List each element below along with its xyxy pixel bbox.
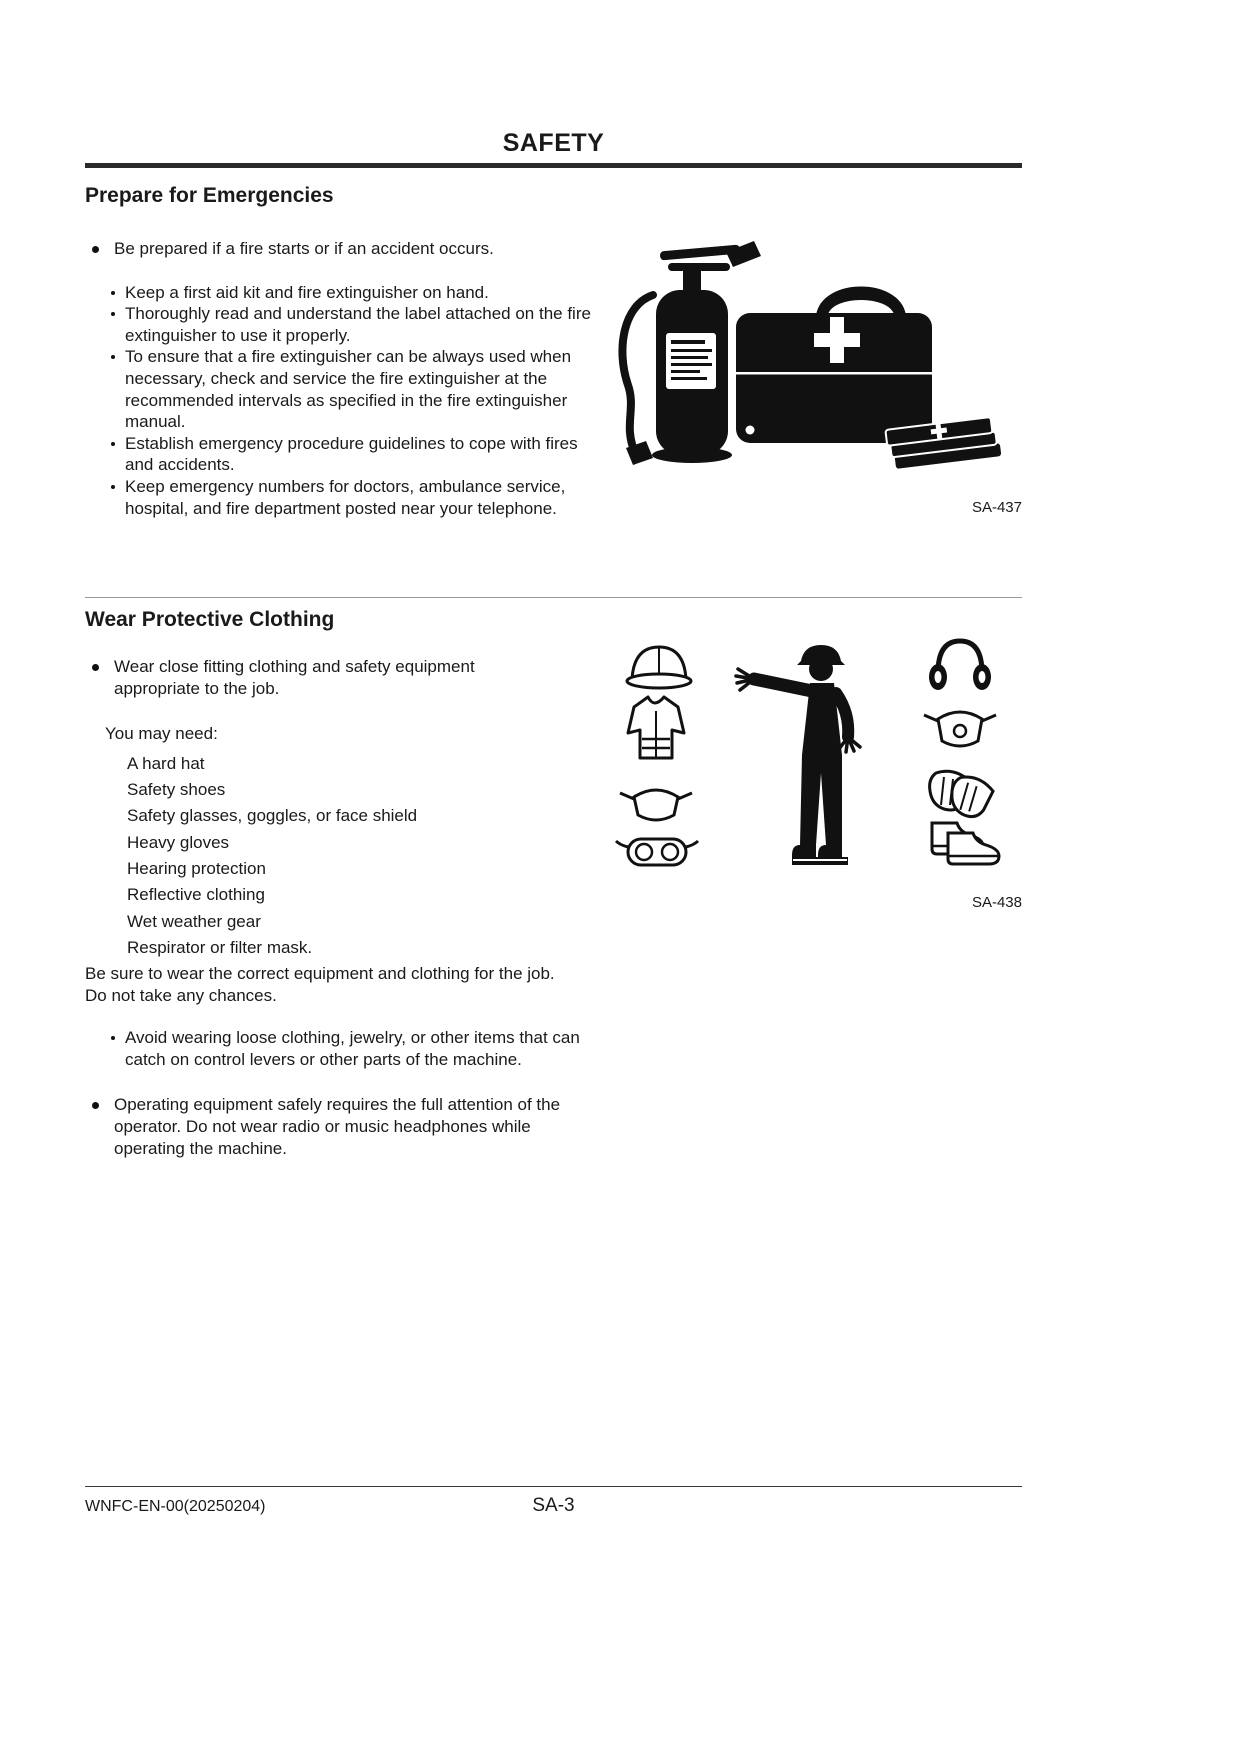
bullet-text: Operating equipment safely requires the … [114, 1095, 561, 1158]
section-prepare-for-emergencies: Prepare for Emergencies Be prepared if a… [85, 184, 630, 519]
section-divider [85, 597, 1022, 598]
bullet-item: Operating equipment safely requires the … [85, 1094, 630, 1159]
sub-bullet-item: Avoid wearing loose clothing, jewelry, o… [85, 1027, 630, 1070]
bullet-item: Wear close fitting clothing and safety e… [85, 656, 630, 699]
need-list: A hard hat Safety shoes Safety glasses, … [127, 751, 630, 961]
goggles-icon [614, 837, 700, 867]
need-list-item: Hearing protection [127, 858, 266, 878]
bullet-dot [92, 1102, 99, 1110]
need-intro: You may need: [105, 724, 218, 744]
sub-bullet-dot [111, 355, 115, 360]
respirator-icon [923, 710, 997, 748]
protective-clothing-illustration [614, 638, 1001, 867]
sub-bullet-text: Keep a first aid kit and fire extinguish… [125, 282, 489, 302]
hard-hat-icon [625, 645, 693, 690]
sub-bullet-item: Thoroughly read and understand the label… [85, 303, 630, 346]
gloves-icon [928, 769, 995, 819]
need-list-item: A hard hat [127, 753, 205, 773]
first-aid-kit-icon [736, 286, 932, 443]
ear-muffs-icon [929, 638, 991, 690]
bullet-item: Be prepared if a fire starts or if an ac… [85, 238, 630, 260]
figure-caption: SA-438 [971, 894, 1022, 911]
sub-bullet-item: To ensure that a fire extinguisher can b… [85, 346, 630, 432]
sub-bullet-item: Establish emergency procedure guidelines… [85, 433, 630, 476]
need-list-item: Safety glasses, goggles, or face shield [127, 806, 418, 826]
section-wear-protective-clothing: Wear Protective Clothing Wear close fitt… [85, 608, 630, 1159]
sub-bullet-text: Establish emergency procedure guidelines… [125, 433, 578, 475]
emergency-equipment-illustration [618, 241, 1002, 469]
page-title: SAFETY [502, 129, 605, 157]
bullet-text: Wear close fitting clothing and safety e… [114, 657, 475, 698]
sub-bullet-item: Keep a first aid kit and fire extinguish… [85, 282, 630, 304]
sub-bullet-dot [111, 484, 115, 489]
footer-doc-code: WNFC-EN-00(20250204) [85, 1498, 266, 1515]
dust-mask-icon [619, 788, 693, 822]
safety-boots-icon [930, 821, 1001, 866]
sub-bullet-dot [111, 1036, 115, 1041]
bullet-text: Be prepared if a fire starts or if an ac… [114, 239, 494, 258]
figure-emergency-equipment: SA-437 [598, 220, 1022, 516]
footer-page-number: SA-3 [532, 1495, 575, 1516]
note-paragraph: Be sure to wear the correct equipment an… [85, 964, 555, 1006]
need-list-item: Reflective clothing [127, 885, 265, 905]
sub-bullet-list: Keep a first aid kit and fire extinguish… [85, 282, 630, 520]
sub-bullet-dot [111, 312, 115, 317]
figure-caption: SA-437 [971, 499, 1022, 516]
worker-icon [734, 645, 862, 865]
need-list-item: Wet weather gear [127, 911, 261, 931]
sub-bullet-text: Avoid wearing loose clothing, jewelry, o… [125, 1028, 580, 1069]
need-list-item: Safety shoes [127, 780, 226, 800]
section-heading-prepare: Prepare for Emergencies [85, 184, 334, 207]
need-list-item: Heavy gloves [127, 832, 230, 852]
footer-rule [85, 1486, 1022, 1487]
sub-bullet-dot [111, 441, 115, 446]
bullet-dot [92, 246, 99, 253]
sub-bullet-dot [111, 290, 115, 295]
bullet-dot [92, 664, 99, 671]
sub-bullet-text: Thoroughly read and understand the label… [125, 304, 591, 345]
sub-bullet-item: Keep emergency numbers for doctors, ambu… [85, 476, 630, 519]
sub-bullet-text: To ensure that a fire extinguisher can b… [125, 347, 572, 432]
header-double-rule [85, 163, 1022, 168]
sub-bullet-text: Keep emergency numbers for doctors, ambu… [125, 476, 566, 518]
fire-extinguisher-icon [618, 241, 761, 465]
safety-vest-icon [626, 695, 686, 760]
first-aid-cards-icon [884, 416, 1002, 469]
need-list-item: Respirator or filter mask. [127, 937, 313, 957]
figure-protective-clothing: SA-438 [598, 633, 1022, 911]
section-heading-clothing: Wear Protective Clothing [85, 608, 335, 631]
